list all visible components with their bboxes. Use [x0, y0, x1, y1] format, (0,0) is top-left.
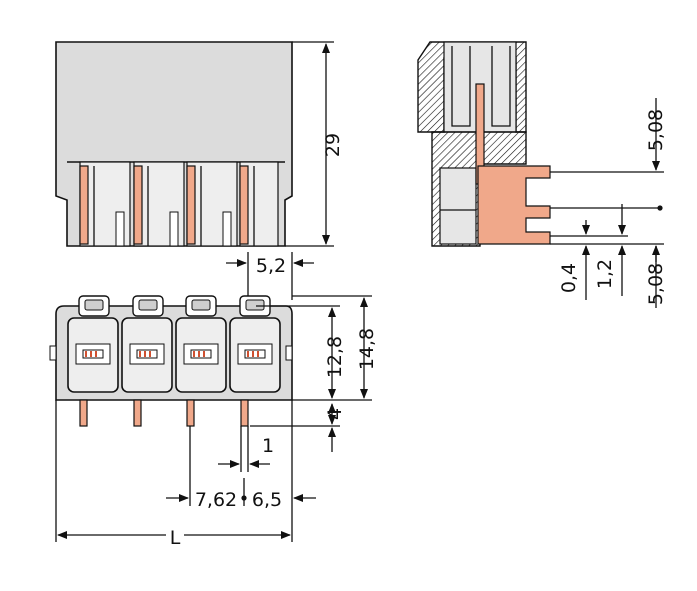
latch [185, 295, 217, 317]
side-notch [49, 345, 57, 361]
dim-side-a: 5,08 [645, 109, 667, 151]
dim-pin-width: 1 [262, 435, 274, 457]
dim-end-distance: 6,5 [252, 489, 282, 511]
dim-length: L [170, 527, 181, 549]
contact-cavity [239, 161, 279, 247]
dim-bottom-h1: 12,8 [324, 336, 346, 378]
dim-side-d: 5,08 [645, 263, 667, 305]
dim-side-c: 1,2 [594, 259, 616, 289]
contact-cavity [186, 161, 238, 247]
mating-view [49, 295, 293, 427]
pin-width-dimension: 1 [218, 426, 274, 472]
solder-pin [79, 399, 88, 427]
contact-slot [229, 317, 281, 393]
latch [78, 295, 110, 317]
dim-height-top: 29 [322, 133, 344, 157]
contact-cavity [79, 161, 131, 247]
side-view [417, 41, 664, 247]
solder-pin [186, 399, 195, 427]
contact-slot [121, 317, 173, 393]
vertical-dimensions-mating: 12,8 14,8 4 [250, 295, 378, 452]
front-view: 29 [55, 41, 344, 247]
solder-pin [133, 399, 142, 427]
dim-pitch: 7,62 [195, 489, 237, 511]
dim-side-b: 0,4 [558, 263, 580, 293]
length-dimension: L [57, 527, 291, 549]
side-notch [285, 345, 293, 361]
dim-pin-length: 4 [324, 408, 346, 420]
contact-slot [175, 317, 227, 393]
solder-pin [240, 399, 249, 427]
contact-cavity [133, 161, 185, 247]
dim-pitch-half: 5,2 [256, 255, 286, 277]
latch [132, 295, 164, 317]
contact-slot [67, 317, 119, 393]
pitch-dimension: 7,62 6,5 [55, 400, 316, 542]
side-dimensions: 5,08 0,4 1,2 5,08 [558, 98, 667, 308]
dim-bottom-h2: 14,8 [356, 328, 378, 370]
side-contact-rightangle [477, 165, 551, 245]
